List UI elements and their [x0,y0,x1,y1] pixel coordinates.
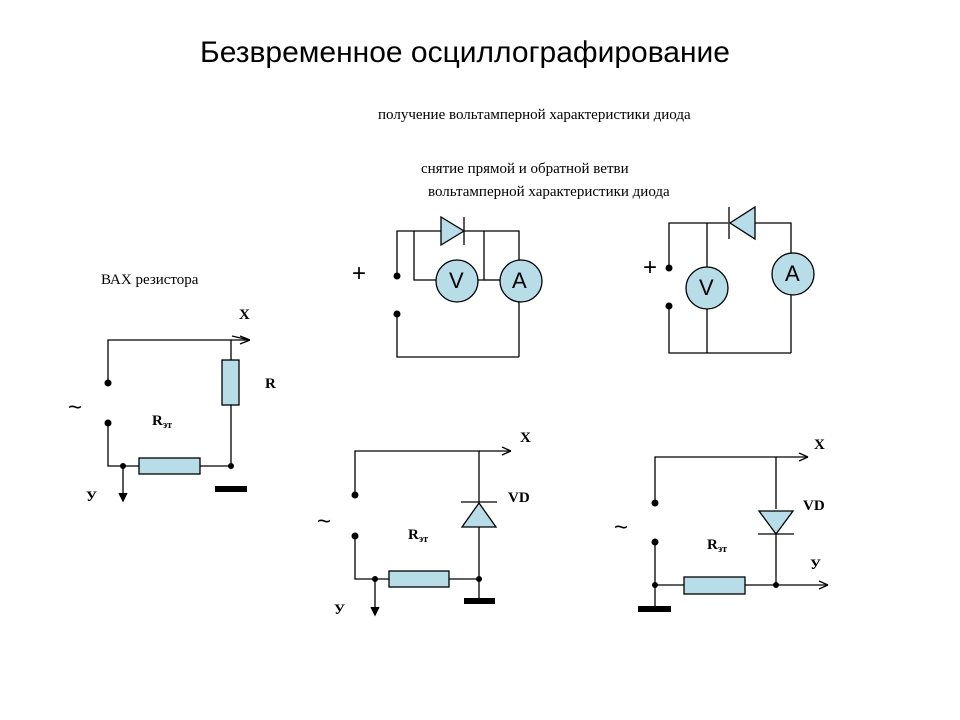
plus-sign-1: + [352,260,367,287]
resistor-ret-2 [388,570,450,588]
diode-vd-2 [757,510,795,536]
diode-vd-1 [460,501,498,528]
label-ret-2: Rэт [408,527,429,545]
subtitle: получение вольтамперной характеристики д… [378,107,691,123]
ammeter-1-label: A [512,268,527,293]
tilde-3: ~ [614,514,629,541]
resistor-ret [138,457,201,475]
ground-bar-3 [638,606,671,612]
page-title: Безвременное осциллографирование [200,36,730,69]
tilde-2: ~ [317,508,332,535]
plus-sign-2: + [643,254,658,281]
circuit-forward [396,230,520,358]
ammeter-2-label: A [785,261,800,286]
circuit-diode-1 [354,446,512,617]
ammeter-1 [499,259,543,303]
resistor-ret-3 [683,576,746,595]
label-ret-1: Rэт [152,413,173,431]
voltmeter-1-label: V [449,268,464,293]
circuit-diode-2 [654,452,829,607]
label-r: R [265,376,276,392]
caption-resistor-iv: ВАХ резистора [101,272,199,288]
label-vd-2: VD [803,498,825,514]
tilde-1: ~ [68,394,83,421]
label-x-3: X [814,437,825,453]
ground-bar-1 [215,486,247,492]
resistor-r [221,359,240,406]
voltmeter-1 [435,259,479,303]
voltmeter-2 [685,266,729,310]
ground-bar-2 [464,598,495,604]
ammeter-2 [771,252,815,296]
label-vd-1: VD [508,490,530,506]
label-y-1: У [86,489,98,505]
label-y-3: У [810,557,822,573]
caption-forward-reverse-2: вольтамперной характеристики диода [428,184,670,200]
label-y-2: У [334,602,346,618]
diode-reverse [728,205,756,241]
label-x-1: X [239,307,250,323]
voltmeter-2-label: V [699,275,714,300]
circuit-resistor [107,335,251,503]
diode-forward [440,215,466,247]
circuit-reverse [668,222,792,354]
caption-forward-reverse-1: снятие прямой и обратной ветви [421,161,629,177]
label-ret-3: Rэт [707,537,728,555]
terminals [104,264,779,588]
label-x-2: X [520,430,531,446]
